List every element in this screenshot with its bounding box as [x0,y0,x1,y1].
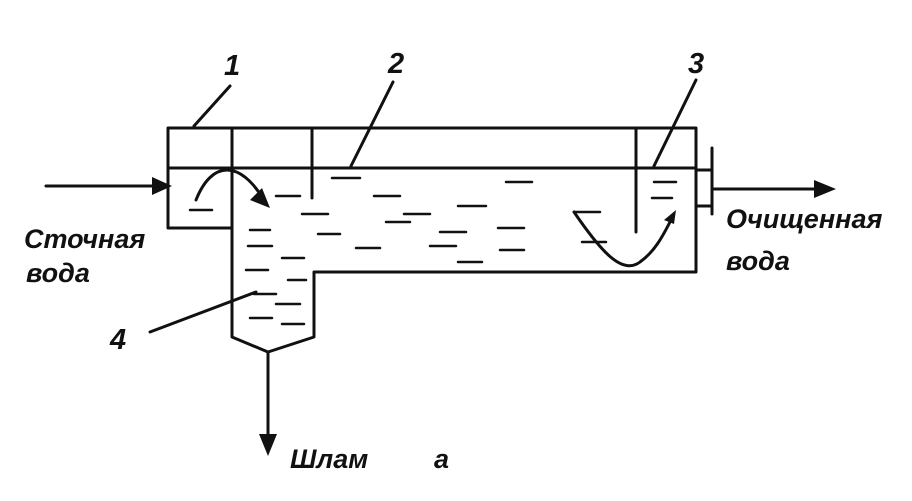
leader-3 [652,78,698,168]
inlet-flow-arrowhead [250,188,270,208]
inlet-flow-curve [194,168,266,202]
inlet-label-line1: Сточная [24,224,146,254]
tank-outline [166,126,698,354]
inlet-label-line2: вода [26,258,90,288]
outlet-label-line1: Очищенная [726,204,883,234]
outlet-flow-curve [572,210,674,268]
leader-1 [192,84,232,128]
label-2: 2 [388,48,405,80]
label-1: 1 [224,50,241,82]
leader-2 [349,80,395,168]
outlet-label-line2: вода [726,246,790,276]
outlet-arrowhead [814,180,836,198]
outlet-flow-arrowhead [664,210,676,224]
sludge-label: Шлам [290,444,369,474]
sludge-arrowhead [259,434,277,456]
label-3: 3 [688,48,705,80]
leader-4 [148,290,258,334]
inlet-arrowhead [152,177,172,195]
label-4: 4 [110,324,127,356]
figure-letter: а [434,444,450,474]
